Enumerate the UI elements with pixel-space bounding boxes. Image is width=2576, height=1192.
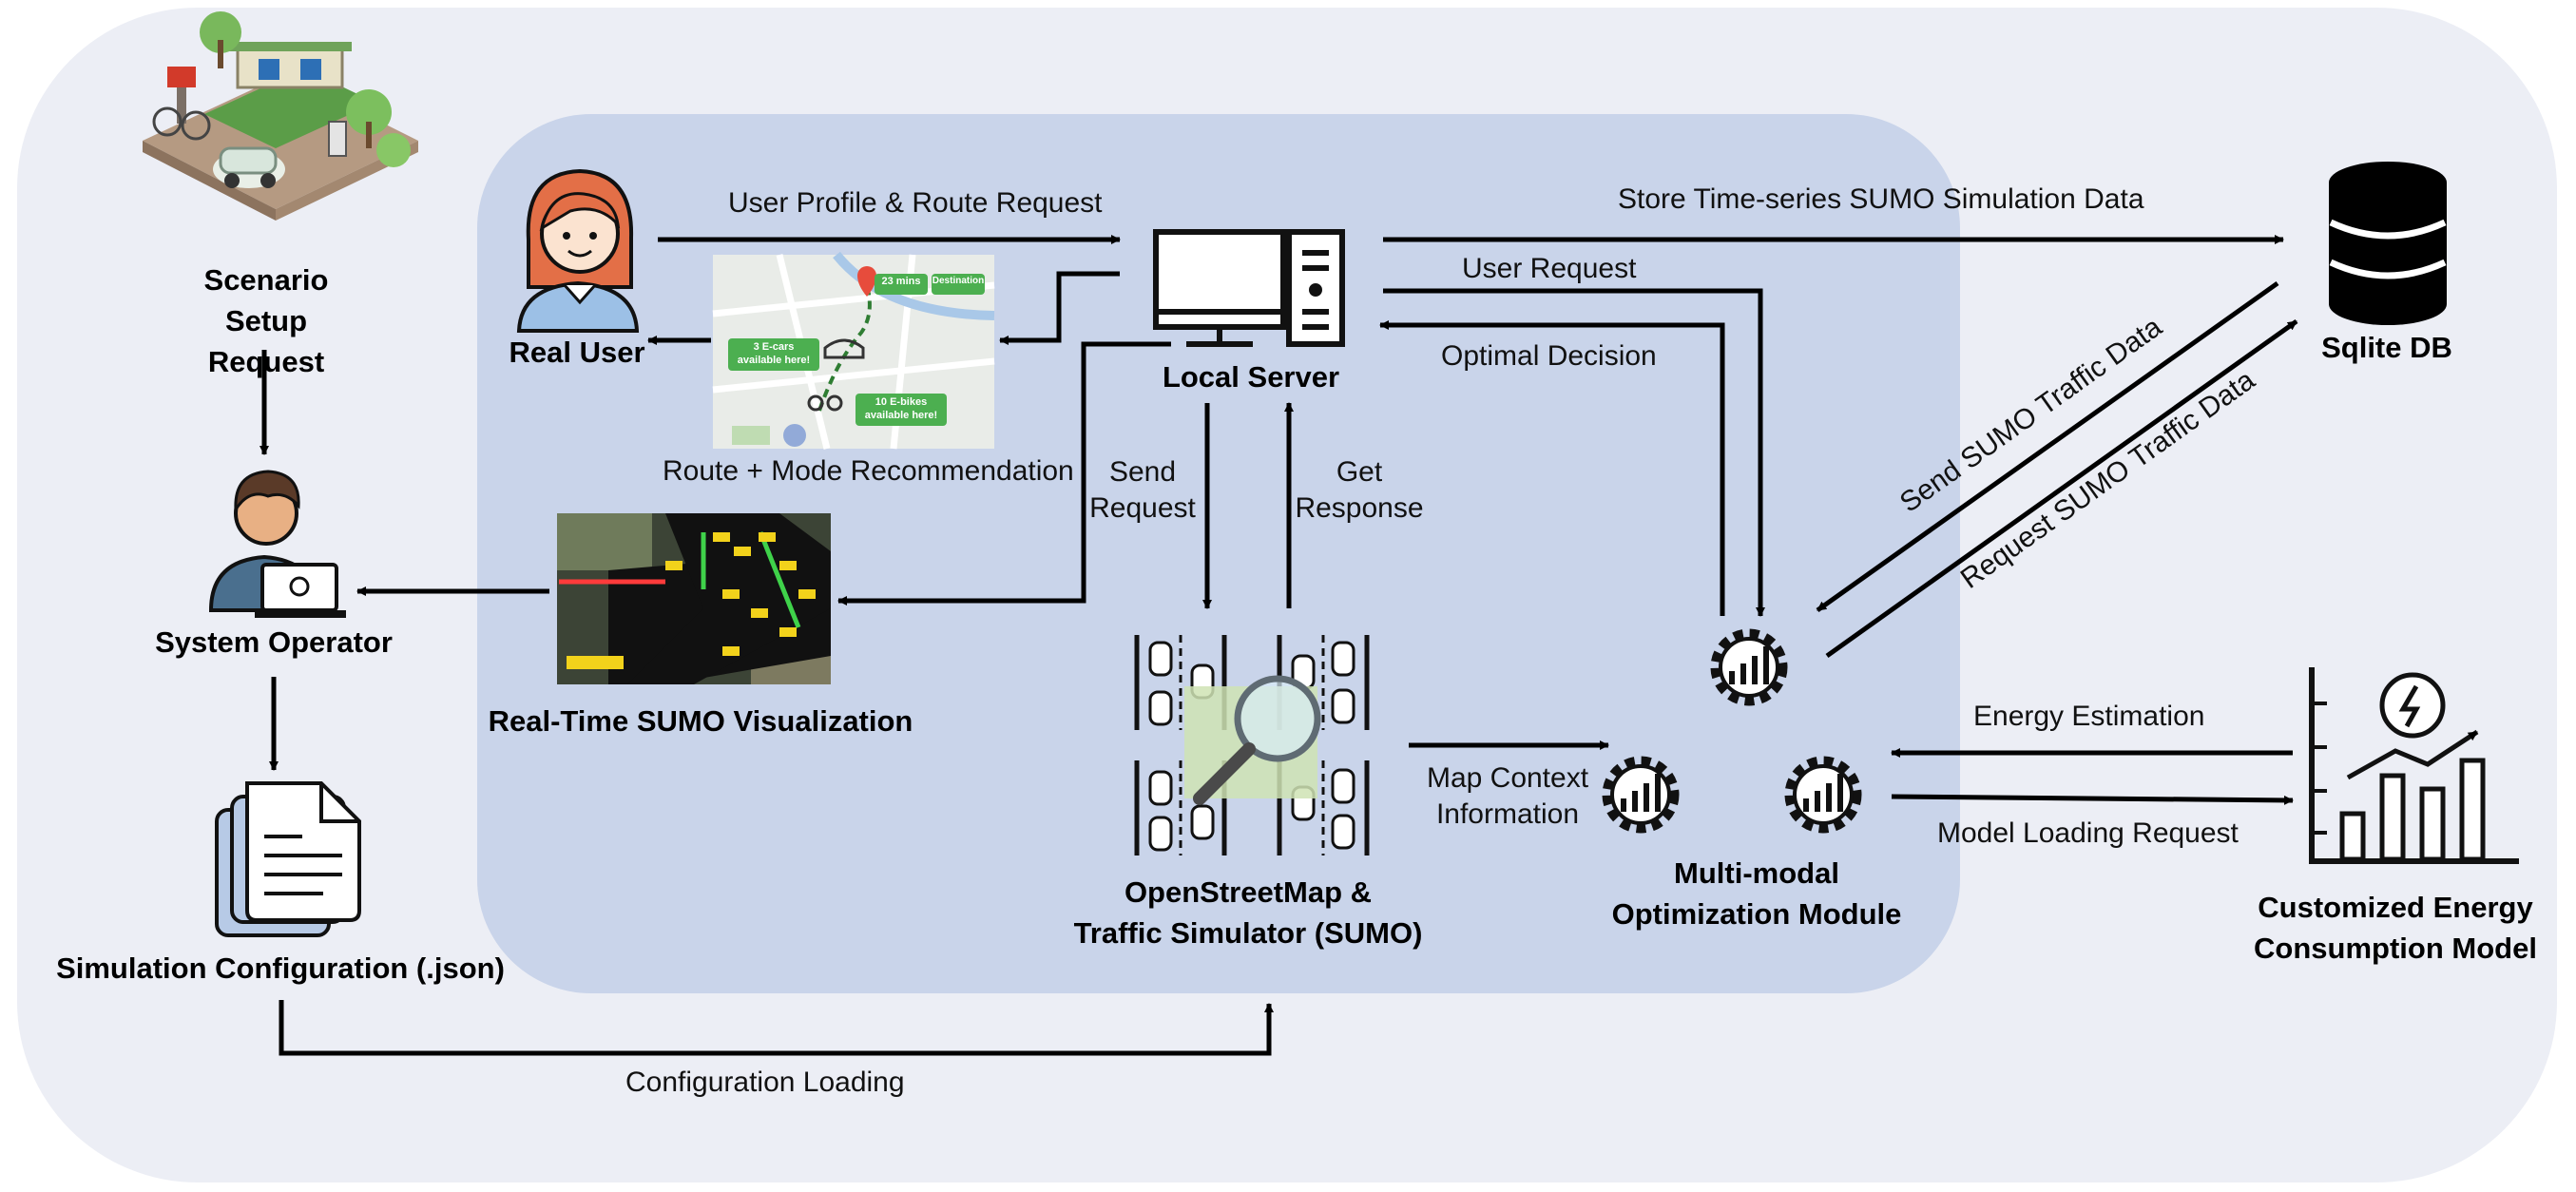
- recommendation-label: Route + Mode Recommendation: [663, 455, 1074, 487]
- operator-icon: [208, 470, 346, 618]
- charging-station-illustration: [143, 11, 418, 221]
- optimal-decision-label: Optimal Decision: [1441, 340, 1657, 372]
- database-label: Sqlite DB: [2321, 331, 2452, 364]
- traffic-simulator-icon: [1134, 635, 1370, 856]
- profile-request-label: User Profile & Route Request: [728, 187, 1103, 219]
- database-icon: [2329, 162, 2447, 325]
- optimization-gears-icon: [1602, 628, 1862, 834]
- arrow-model-loading: [1891, 794, 2294, 805]
- model-loading-label: Model Loading Request: [1937, 817, 2239, 849]
- map-ecars-badge: 3 E-cars available here!: [737, 341, 811, 367]
- real-user-icon: [516, 168, 640, 333]
- arrow-user-request: [1383, 288, 1765, 617]
- sumo-visualization-thumbnail: [557, 513, 831, 684]
- arrow-send-traffic: [1816, 280, 2279, 613]
- send-request-label: Send Request: [1089, 456, 1196, 524]
- map-destination-badge: Destination: [932, 276, 985, 286]
- energy-model-icon: [2309, 667, 2519, 864]
- energy-estimation-label: Energy Estimation: [1973, 701, 2205, 732]
- scenario-setup-label: Scenario Setup Request: [203, 263, 329, 378]
- config-loading-label: Configuration Loading: [625, 1067, 905, 1098]
- get-response-label: Get Response: [1295, 456, 1424, 524]
- local-server-icon: [1153, 229, 1345, 347]
- arrow-optimal-decision: [1379, 320, 1725, 616]
- real-user-label: Real User: [509, 336, 645, 369]
- system-operator-label: System Operator: [155, 625, 393, 659]
- arrow-config-loading: [279, 1000, 1274, 1056]
- map-ebikes-badge: 10 E-bikes available here!: [864, 396, 938, 422]
- optimizer-label: Multi-modal Optimization Module: [1611, 856, 1902, 931]
- connections: [260, 235, 2298, 1056]
- user-request-label: User Request: [1462, 253, 1637, 284]
- route-map-card: [712, 251, 995, 450]
- local-server-label: Local Server: [1162, 360, 1340, 394]
- document-icon: [215, 781, 361, 937]
- sumo-visualization-label: Real-Time SUMO Visualization: [488, 704, 913, 738]
- simulation-config-label: Simulation Configuration (.json): [56, 952, 505, 985]
- arrow-request-traffic: [1825, 318, 2298, 659]
- store-data-label: Store Time-series SUMO Simulation Data: [1618, 183, 2144, 215]
- simulator-label: OpenStreetMap & Traffic Simulator (SUMO): [1073, 875, 1423, 950]
- map-time-badge: 23 mins: [881, 276, 921, 287]
- map-context-label: Map Context Information: [1426, 762, 1589, 830]
- arrow-server-to-visualization: [837, 341, 1171, 606]
- energy-model-label: Customized Energy Consumption Model: [2254, 891, 2537, 965]
- arrow-recommendation-to-map: [999, 271, 1120, 345]
